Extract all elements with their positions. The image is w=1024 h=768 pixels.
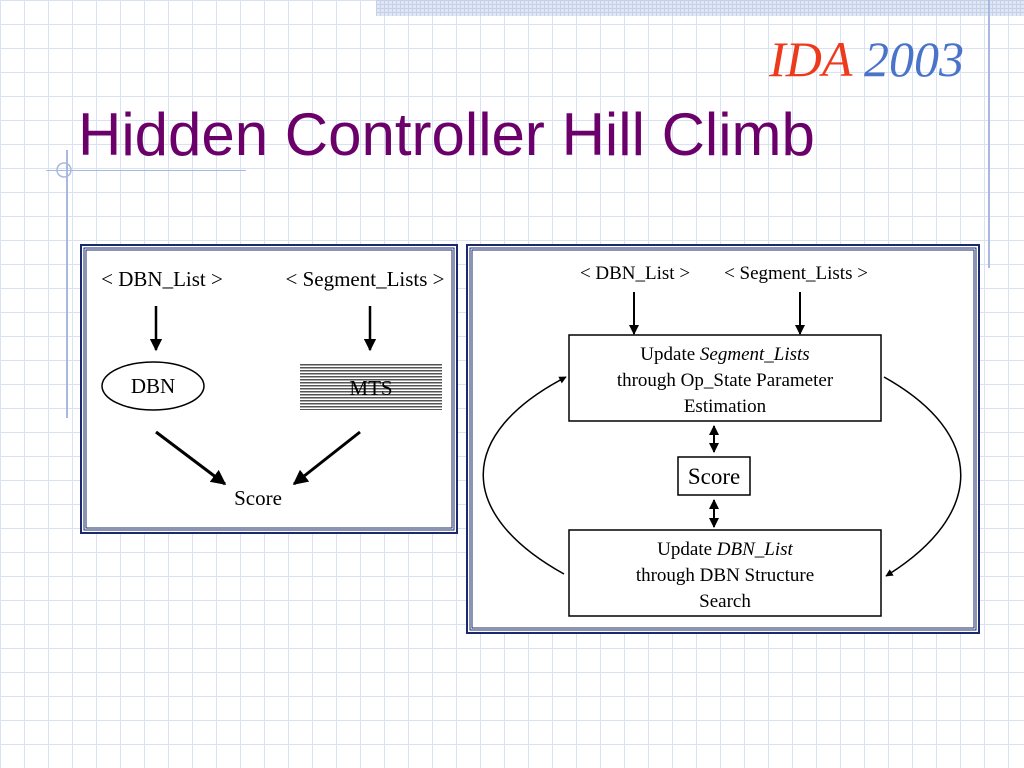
left-diagram-panel: < DBN_List > < Segment_Lists > DBN MTS S… [80, 244, 458, 534]
right-dbn-list-label: < DBN_List > [580, 263, 690, 284]
corner-ornament-icon [56, 162, 72, 178]
mts-node-label: MTS [349, 376, 392, 400]
update-segment-line1: Update Segment_Lists [640, 344, 809, 365]
right-score-label: Score [688, 464, 740, 489]
left-dbn-list-label: < DBN_List > [101, 267, 223, 291]
update-dbn-line1: Update DBN_List [657, 539, 793, 560]
left-arrow-dbn-to-score [155, 430, 227, 486]
mts-node-box [300, 364, 442, 410]
slide-title: Hidden Controller Hill Climb [78, 101, 815, 168]
top-decorative-band [376, 0, 1024, 16]
update-dbn-line3: Search [699, 591, 751, 612]
right-decorative-rule [988, 0, 990, 268]
left-arrow-mts-to-score [292, 430, 361, 486]
brand-ida: IDA [769, 31, 852, 87]
brand-year: 2003 [864, 31, 964, 87]
title-underline-rule [46, 170, 246, 171]
loop-arrow-left [482, 376, 567, 575]
right-diagram-panel: < DBN_List > < Segment_Lists > Update Se… [466, 244, 980, 634]
update-segment-box [568, 334, 882, 422]
left-segment-lists-label: < Segment_Lists > [285, 267, 444, 291]
left-score-label: Score [234, 486, 282, 510]
update-dbn-box [568, 529, 882, 617]
update-dbn-line2: through DBN Structure [636, 565, 814, 586]
right-score-box [677, 456, 751, 496]
update-segment-line2: through Op_State Parameter [617, 370, 834, 391]
loop-arrow-right [883, 376, 962, 577]
dbn-node-label: DBN [131, 374, 175, 398]
right-segment-lists-label: < Segment_Lists > [724, 263, 868, 284]
update-segment-line3: Estimation [684, 396, 767, 417]
dbn-node-ellipse [101, 361, 205, 411]
left-decorative-rule [66, 150, 68, 418]
conference-brand: IDA 2003 [769, 30, 964, 88]
